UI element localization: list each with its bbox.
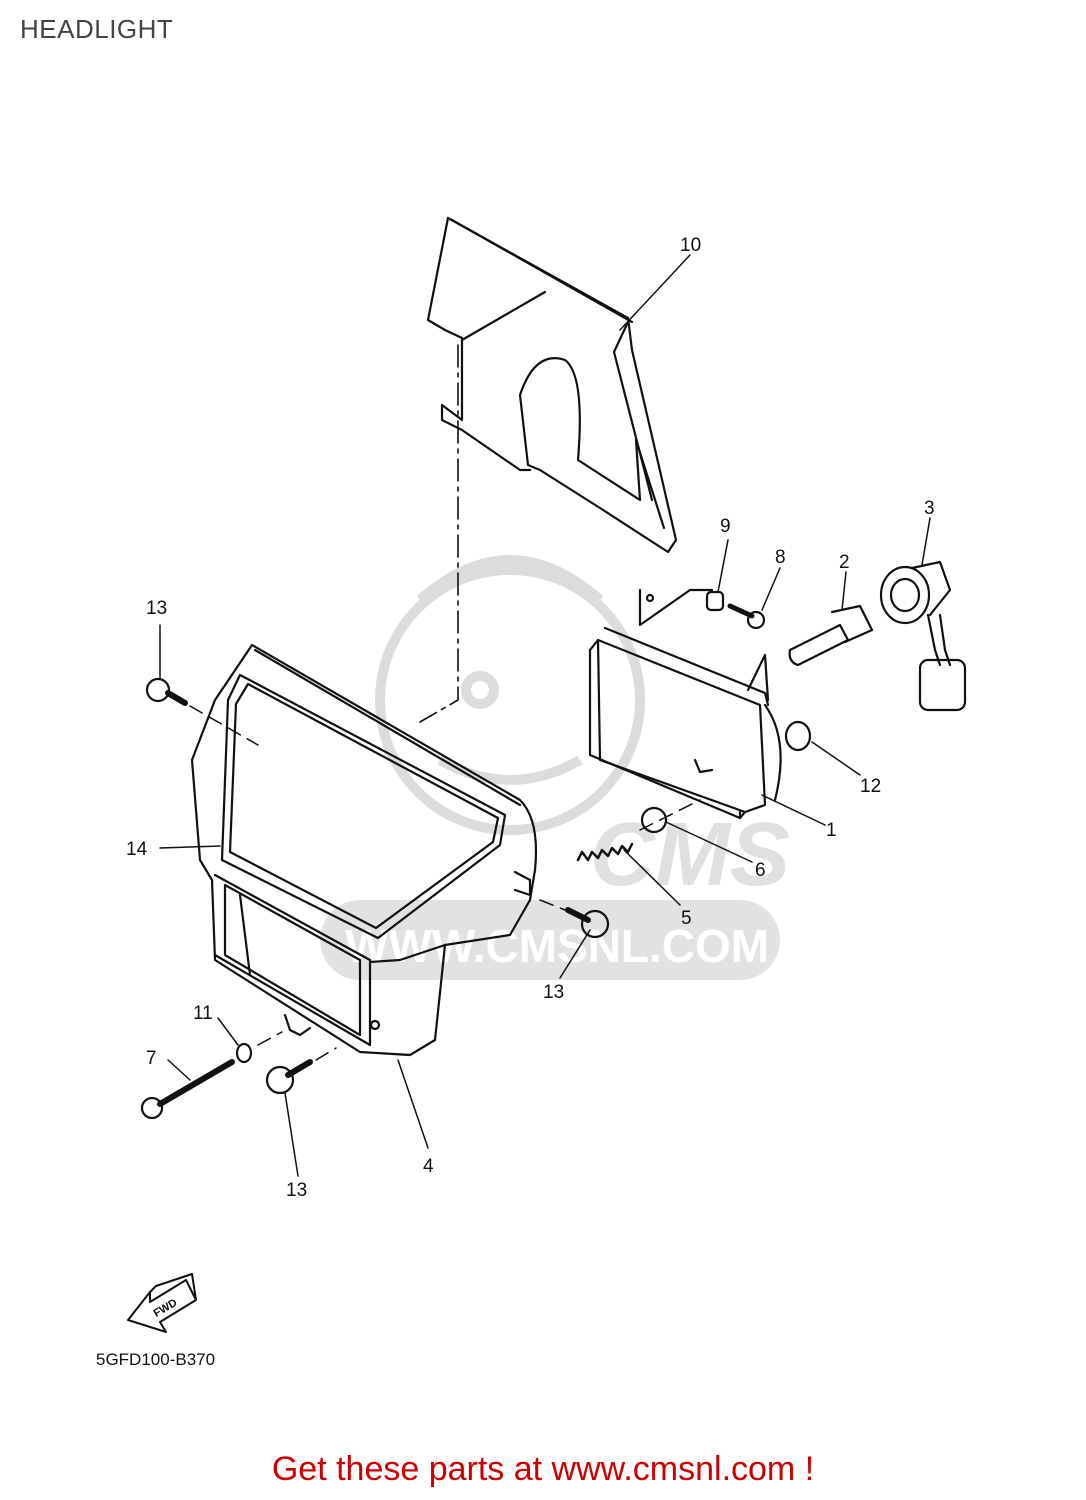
callout-6: 6 — [755, 860, 766, 881]
callout-8: 8 — [775, 547, 786, 568]
callout-13a: 13 — [146, 598, 167, 619]
watermark-url-text: WWW.CMSNL.COM — [345, 920, 769, 972]
part-6-nut — [640, 806, 668, 834]
part-4-housing — [190, 643, 538, 1057]
part-2-bulb — [788, 604, 874, 667]
part-13-screw-a — [145, 677, 188, 706]
leader-lines — [159, 254, 931, 1177]
callout-5: 5 — [681, 908, 692, 929]
part-11-washer — [235, 1042, 253, 1064]
part-14-lens — [220, 673, 507, 940]
diagram-part-code: 5GFD100-B370 — [96, 1350, 216, 1369]
fwd-label: FWD — [152, 1297, 180, 1320]
part-12-grommet — [784, 720, 812, 752]
callout-labels: 1 2 3 4 5 6 7 8 9 10 11 12 13 13 13 14 — [126, 235, 935, 1201]
fwd-arrow-icon — [127, 1273, 197, 1333]
callout-10: 10 — [680, 235, 701, 256]
watermark-hat — [416, 555, 604, 604]
part-1-headlight-unit — [588, 588, 782, 820]
callout-3: 3 — [924, 498, 935, 519]
watermark-face-outline — [375, 565, 645, 835]
callout-11: 11 — [193, 1003, 213, 1024]
watermark-logo-text: CMS — [590, 805, 790, 905]
assembly-lines — [189, 705, 701, 1061]
part-13-screw-b — [565, 907, 610, 939]
callout-14: 14 — [126, 839, 148, 860]
part-5-spring — [576, 842, 634, 862]
watermark — [320, 555, 780, 980]
callout-13c: 13 — [286, 1180, 307, 1201]
part-9-spacer — [705, 590, 725, 612]
callout-7: 7 — [146, 1048, 157, 1069]
page-title: HEADLIGHT — [20, 14, 174, 44]
part-3-socket — [879, 560, 967, 712]
part-8-screw — [727, 603, 766, 630]
part-10-cover-panel — [426, 216, 678, 554]
footer-shop-link[interactable]: Get these parts at www.cmsnl.com ! — [271, 1450, 815, 1488]
callout-9: 9 — [720, 516, 731, 537]
callout-2: 2 — [839, 552, 850, 573]
callout-1: 1 — [826, 820, 837, 841]
part-7-bolt — [140, 1059, 235, 1120]
centerline-cover — [419, 344, 459, 723]
callout-4: 4 — [423, 1156, 434, 1177]
callout-13b: 13 — [543, 982, 564, 1003]
callout-12: 12 — [860, 776, 881, 797]
watermark-banner — [320, 900, 780, 980]
part-13-screw-c — [265, 1059, 313, 1095]
watermark-eye — [461, 671, 499, 709]
